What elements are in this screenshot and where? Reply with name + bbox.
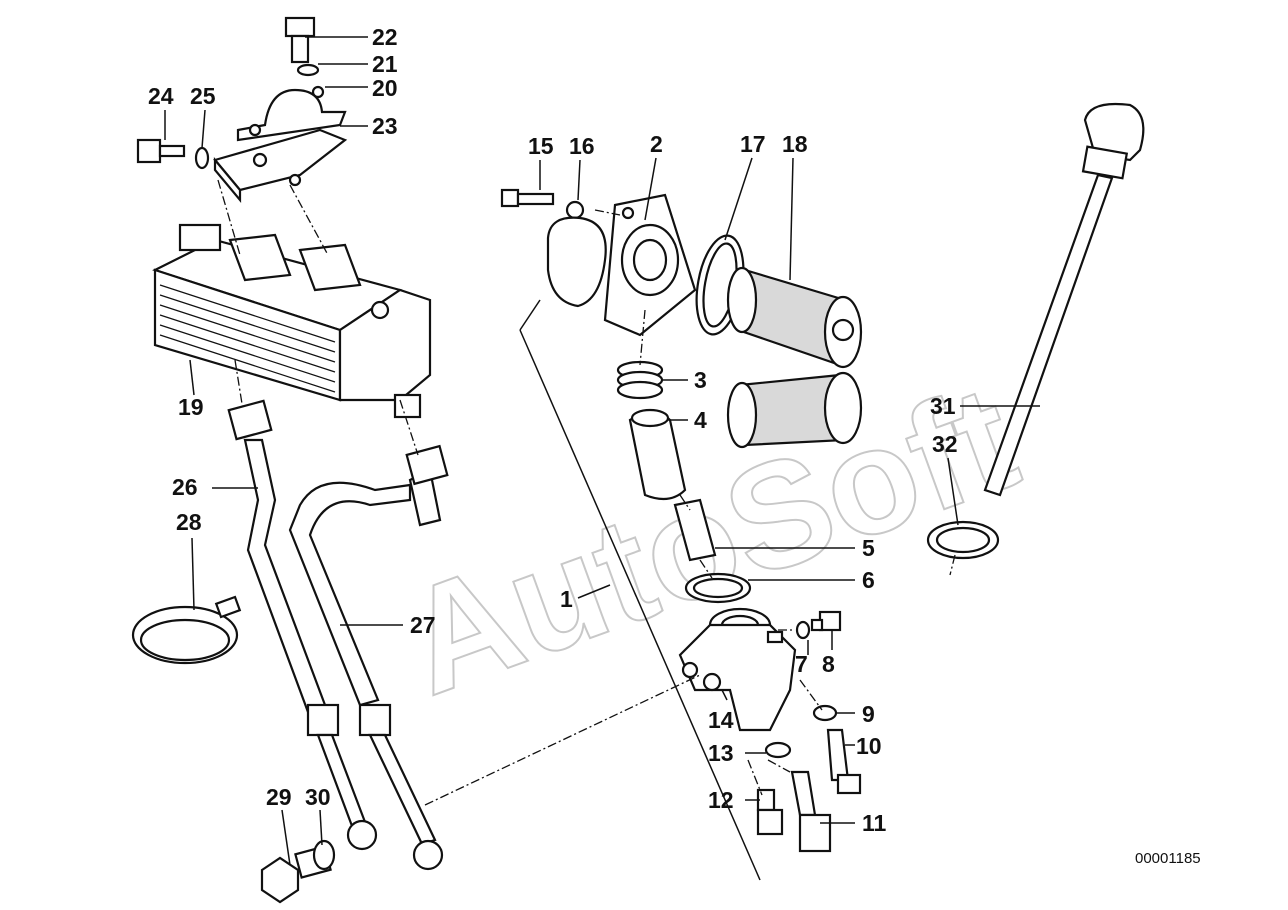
part-labels: 22 21 20 23 24 25 19 26 28 27 29 30 15 1…: [148, 24, 958, 836]
label-part-32: 32: [932, 431, 958, 457]
hose-clamp-part-28: [131, 595, 242, 665]
label-part-8: 8: [822, 651, 835, 677]
label-part-23: 23: [372, 113, 398, 139]
washer-part-21: [296, 63, 320, 77]
filter-cover-part-2: [546, 193, 697, 337]
filter-housing-part-14: [678, 607, 797, 732]
washer-part-7: [795, 620, 811, 640]
label-part-7: 7: [795, 651, 808, 677]
label-part-15: 15: [528, 133, 554, 159]
sleeve-part-5: [673, 498, 717, 562]
drain-plug-part-11: [790, 770, 832, 853]
label-part-29: 29: [266, 784, 292, 810]
oil-cooler-part-19: [152, 223, 432, 419]
label-part-4: 4: [694, 407, 707, 433]
bracket-part-23: [213, 128, 348, 204]
leader-lines: [164, 36, 1040, 866]
dipstick-part-31: [983, 102, 1145, 497]
label-part-12: 12: [708, 787, 734, 813]
screw-part-8: [810, 610, 842, 632]
label-part-13: 13: [708, 740, 734, 766]
label-part-6: 6: [862, 567, 875, 593]
bolt-part-22: [284, 16, 316, 64]
label-part-11: 11: [862, 810, 887, 836]
bolt-part-10: [826, 728, 862, 795]
label-part-18: 18: [782, 131, 808, 157]
valve-part-4: [628, 408, 687, 501]
screw-part-12: [756, 788, 784, 836]
bolt-part-24: [136, 138, 186, 164]
hose-part-26: [227, 399, 378, 851]
label-part-5: 5: [862, 535, 875, 561]
label-part-9: 9: [862, 701, 875, 727]
washer-part-30: [312, 839, 336, 871]
label-part-21: 21: [372, 51, 398, 77]
label-part-16: 16: [569, 133, 595, 159]
label-part-20: 20: [372, 75, 398, 101]
filter-element-part-18: [726, 266, 863, 449]
screw-part-15: [500, 188, 555, 208]
assembly-lines: [217, 179, 956, 881]
o-ring-part-6: [684, 572, 752, 604]
spring-part-3: [616, 360, 664, 400]
gasket-part-32: [926, 520, 1000, 560]
label-part-3: 3: [694, 367, 707, 393]
label-part-26: 26: [172, 474, 198, 500]
clamp-part-20: [236, 85, 347, 142]
label-part-30: 30: [305, 784, 331, 810]
label-part-31: 31: [930, 393, 956, 419]
label-part-24: 24: [148, 83, 174, 109]
label-part-2: 2: [650, 131, 663, 157]
washer-part-16: [565, 200, 585, 220]
label-part-14: 14: [708, 707, 734, 733]
label-part-27: 27: [410, 612, 436, 638]
diagram-reference-number: 00001185: [1135, 850, 1201, 867]
label-part-25: 25: [190, 83, 216, 109]
washer-part-25: [194, 146, 210, 170]
label-part-28: 28: [176, 509, 202, 535]
label-part-19: 19: [178, 394, 204, 420]
washer-part-9: [812, 704, 838, 722]
label-part-1: 1: [560, 586, 573, 612]
washer-part-13: [764, 741, 792, 759]
hose-part-27: [288, 444, 449, 871]
label-part-10: 10: [856, 733, 882, 759]
label-part-17: 17: [740, 131, 766, 157]
label-part-22: 22: [372, 24, 398, 50]
